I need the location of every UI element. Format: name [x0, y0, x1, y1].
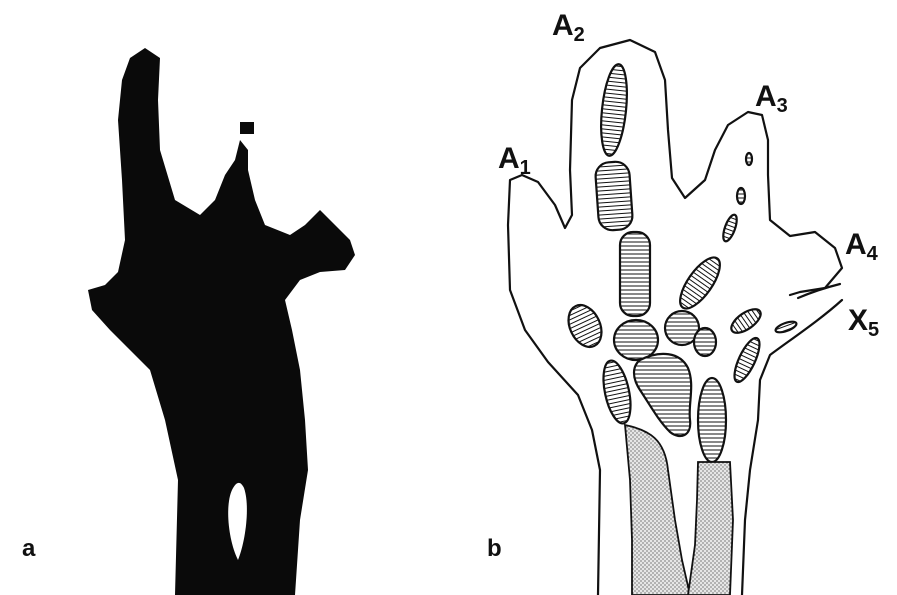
digit-4-metacarpal — [727, 305, 764, 338]
cartilage-elements — [562, 63, 798, 462]
ulna-bone — [688, 462, 733, 595]
digit-3-element-2 — [737, 188, 745, 204]
carpal-3 — [694, 328, 716, 356]
central-carpal — [634, 354, 691, 436]
panel-a-letter: a — [22, 535, 36, 562]
digit-label-a4: A4 — [845, 228, 879, 265]
digit-5-vestige — [774, 319, 797, 334]
digit-2-proximal-phalanx — [620, 232, 650, 316]
carpal-1 — [614, 320, 658, 360]
radiale — [599, 358, 636, 426]
panel-b-letter: b — [487, 535, 502, 562]
digit-3-element-3 — [721, 213, 740, 243]
digit-2-distal-phalanx — [597, 63, 630, 157]
panel-a-silhouette — [88, 48, 355, 595]
digit-label-a1: A1 — [498, 142, 531, 179]
digit-label-x5: X5 — [848, 304, 879, 341]
digit-4-phalanx — [730, 335, 765, 385]
radius-bone — [625, 425, 690, 595]
digit-label-a3: A3 — [755, 80, 788, 117]
digit-label-a2: A2 — [552, 9, 585, 46]
digit-2-middle-phalanx — [595, 161, 634, 231]
digit-1-metacarpal — [562, 300, 608, 353]
digit-3-proximal — [673, 252, 727, 315]
ulnare — [698, 378, 726, 462]
digit-3-element-1 — [746, 153, 752, 165]
